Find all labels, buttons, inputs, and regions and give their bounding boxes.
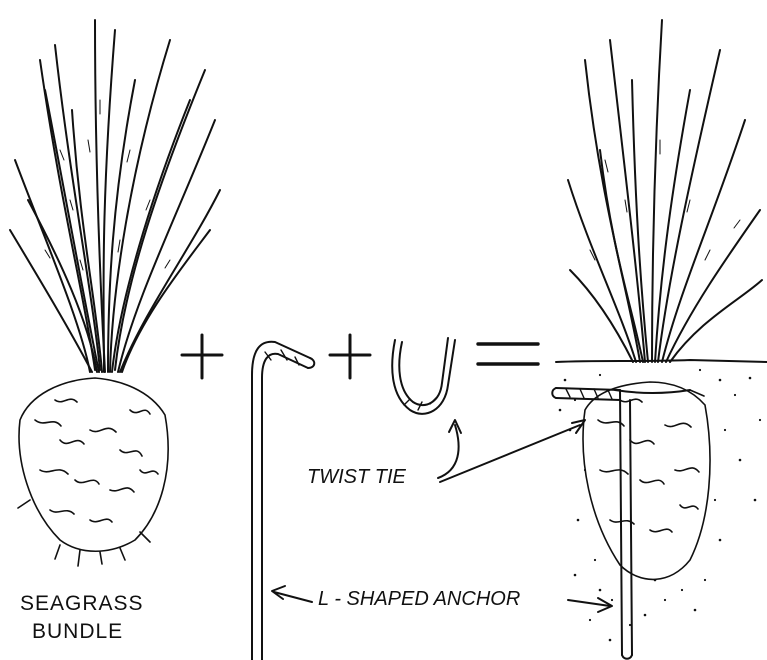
seagrass-bundle-label-line2: BUNDLE	[32, 620, 123, 644]
seagrass-blades	[10, 20, 220, 372]
l-shaped-anchor-label: L - SHAPED ANCHOR	[318, 588, 520, 611]
seagrass-bundle-icon	[10, 20, 220, 566]
twist-tie-leader	[440, 420, 585, 482]
seagrass-bundle-label-line1: SEAGRASS	[20, 592, 144, 616]
plus-sign-2	[330, 335, 370, 378]
planted-bundle-icon	[552, 20, 767, 659]
twist-tie-label: TWIST TIE	[307, 466, 406, 489]
l-shaped-anchor-icon	[252, 342, 314, 660]
planted-tie	[615, 390, 690, 393]
equals-sign	[478, 344, 538, 364]
seagrass-roots	[18, 378, 168, 566]
plus-sign-1	[182, 335, 222, 378]
planted-anchor	[552, 388, 632, 659]
twist-tie-arrow	[438, 420, 461, 478]
sediment-dots	[559, 369, 761, 641]
twist-tie-icon	[392, 338, 455, 414]
planted-blades	[568, 20, 762, 362]
planted-roots	[583, 382, 710, 579]
